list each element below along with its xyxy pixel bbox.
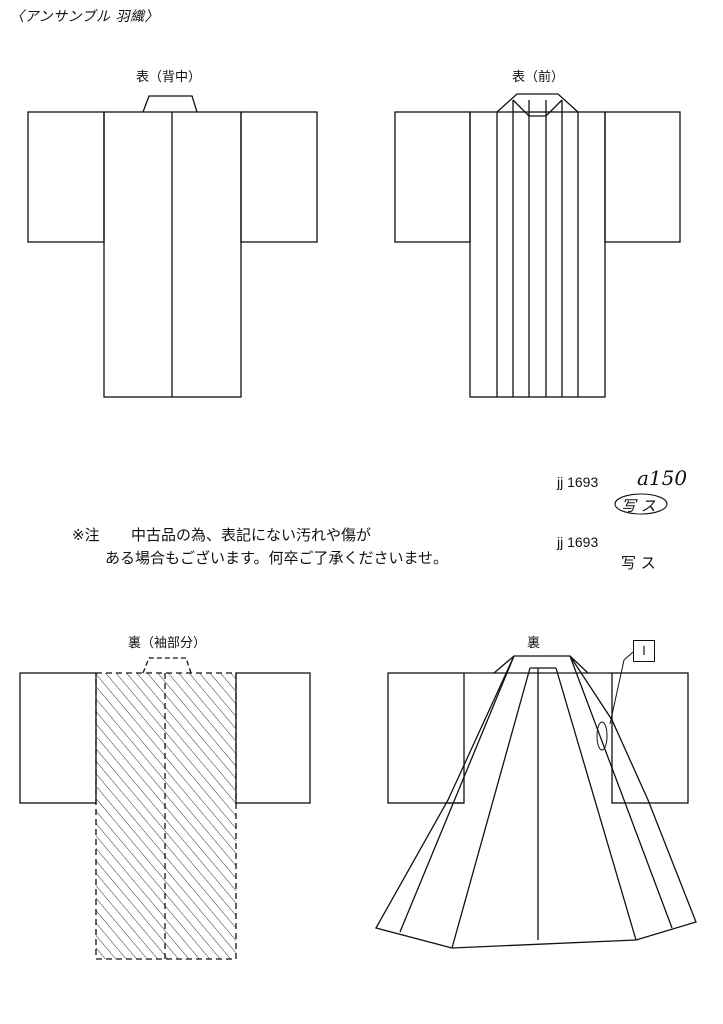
price-handwritten: a150 xyxy=(637,466,688,490)
lining-right-flare xyxy=(569,655,697,941)
code-2-mark: 写 ス xyxy=(621,554,656,572)
lining-full-sleeve-right xyxy=(611,672,689,804)
stain-mark xyxy=(596,721,608,751)
lining-collar xyxy=(493,655,589,674)
view-label-lining: 裏 xyxy=(527,636,541,651)
front-body-panel xyxy=(469,111,606,398)
handwritten-circle xyxy=(614,493,668,515)
notice-line-1: 中古品の為、表記にない汚れや傷が xyxy=(131,526,372,544)
lining-sleeve-right xyxy=(235,672,311,804)
sleeve-right xyxy=(240,111,318,243)
lining-full-sleeve-left xyxy=(387,672,465,804)
lining-hem xyxy=(451,939,637,949)
front-collar-v xyxy=(512,99,563,117)
lining-sleeve-left xyxy=(19,672,97,804)
front-collar-top xyxy=(496,93,579,113)
collar-tab xyxy=(142,95,198,113)
code-1-mark: 写 ス xyxy=(621,497,656,515)
product-code-1: jj 1693 xyxy=(557,474,599,490)
diagram-front-back xyxy=(27,95,318,398)
damage-marker-label: I xyxy=(642,644,646,658)
hatched-body xyxy=(95,672,237,960)
notice-line-2: ある場合もございます。何卒ご了承くださいませ。 xyxy=(105,549,449,567)
sheet-title: 〈アンサンブル 羽織〉 xyxy=(10,9,159,25)
diagram-lining xyxy=(375,651,697,949)
product-code-2: jj 1693 xyxy=(557,534,599,550)
view-label-front-front: 表（前） xyxy=(512,70,565,85)
notice-prefix: ※注 xyxy=(72,526,100,544)
damage-marker-box: I xyxy=(633,640,655,662)
front-sleeve-left xyxy=(394,111,471,243)
view-label-lining-sleeve: 裏（袖部分） xyxy=(128,636,207,651)
front-sleeve-right xyxy=(604,111,681,243)
lining-left-flare xyxy=(375,655,515,949)
sleeve-left xyxy=(27,111,105,243)
damage-leader-line xyxy=(609,651,634,725)
lining-collar-dashed xyxy=(142,657,192,674)
diagram-front-front xyxy=(394,93,681,398)
view-label-front-back: 表（背中） xyxy=(136,70,202,85)
diagram-lining-sleeve xyxy=(19,657,311,960)
